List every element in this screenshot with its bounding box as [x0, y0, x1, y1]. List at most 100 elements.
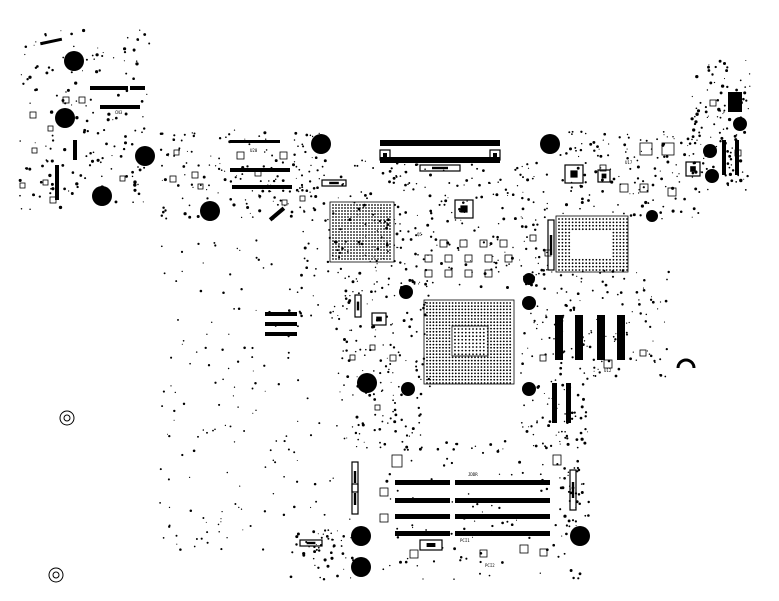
via: [408, 325, 412, 329]
bga-ball: [338, 240, 340, 242]
via: [382, 568, 385, 571]
via: [58, 205, 63, 210]
via: [98, 202, 102, 206]
pad: [464, 254, 473, 263]
bga-ball: [442, 343, 444, 346]
via: [622, 344, 624, 347]
bga-ball: [558, 231, 560, 234]
via: [618, 175, 620, 178]
via: [636, 165, 640, 169]
via: [274, 159, 278, 163]
bga-ball: [341, 258, 343, 260]
via: [308, 180, 312, 183]
via: [412, 526, 414, 529]
via: [219, 163, 221, 165]
bga-ball: [502, 346, 505, 349]
via: [96, 131, 100, 135]
bga-ball: [386, 231, 388, 233]
via: [240, 216, 243, 219]
via: [730, 95, 733, 98]
via: [301, 143, 304, 146]
bga-ball: [499, 311, 502, 314]
pad: [444, 254, 453, 263]
via: [392, 332, 394, 334]
bga-ball: [435, 337, 438, 340]
via: [393, 401, 397, 405]
bga-ball: [454, 346, 456, 348]
bga-ball: [374, 237, 376, 239]
via: [645, 139, 648, 142]
bga-ball: [438, 382, 441, 384]
via: [381, 389, 384, 392]
via: [19, 140, 21, 142]
bga-ball: [442, 346, 444, 349]
via: [300, 183, 304, 187]
via: [640, 150, 643, 153]
bga-ball: [609, 265, 611, 268]
via: [22, 82, 25, 85]
via: [643, 278, 646, 282]
bga-ball: [432, 311, 435, 314]
bga-ball: [442, 353, 444, 356]
via: [404, 263, 406, 265]
via: [520, 372, 522, 374]
via: [528, 277, 531, 280]
via: [565, 532, 568, 536]
via: [583, 173, 587, 177]
via: [530, 425, 533, 428]
bga-ball: [509, 327, 512, 330]
bga-ball: [445, 314, 448, 317]
via: [385, 479, 389, 483]
bga-ball: [359, 204, 361, 206]
via: [222, 291, 225, 294]
bga-ball: [575, 224, 577, 227]
via: [132, 77, 135, 81]
via: [49, 192, 52, 195]
bga-ball: [438, 314, 441, 317]
bga-ball: [561, 228, 564, 231]
via: [742, 97, 745, 101]
via: [379, 446, 382, 449]
via: [377, 239, 379, 242]
bga-ball: [619, 252, 622, 254]
via: [338, 256, 341, 259]
via: [271, 154, 274, 157]
via: [614, 374, 618, 378]
via: [357, 567, 359, 569]
bga-ball: [493, 362, 496, 365]
via: [429, 235, 433, 238]
bga-ball: [368, 225, 370, 227]
via: [632, 351, 634, 353]
bga-ball: [499, 314, 502, 317]
bga-ball: [571, 262, 574, 265]
via: [207, 364, 211, 367]
bga-ball: [626, 231, 628, 234]
via: [133, 188, 137, 192]
via: [410, 334, 413, 338]
bga-ball: [429, 330, 432, 333]
via: [295, 165, 298, 168]
bga-ball: [502, 340, 505, 343]
via: [541, 478, 544, 482]
bga-ball: [432, 334, 435, 336]
via: [266, 184, 269, 187]
bga-ball: [506, 334, 508, 336]
via: [398, 354, 402, 357]
bga-ball: [454, 378, 457, 381]
via: [322, 202, 326, 205]
bga-ball: [490, 356, 492, 359]
bga-ball: [502, 372, 505, 375]
via: [408, 289, 412, 293]
bga-ball: [467, 366, 470, 368]
bga-ball: [383, 216, 385, 218]
via: [466, 200, 468, 202]
bga-ball: [493, 346, 496, 349]
bga-ball: [561, 218, 564, 220]
via: [716, 98, 720, 102]
via: [33, 44, 35, 46]
via: [421, 363, 424, 366]
via: [361, 290, 363, 292]
via: [300, 273, 303, 277]
via: [688, 155, 690, 157]
via: [394, 218, 396, 221]
